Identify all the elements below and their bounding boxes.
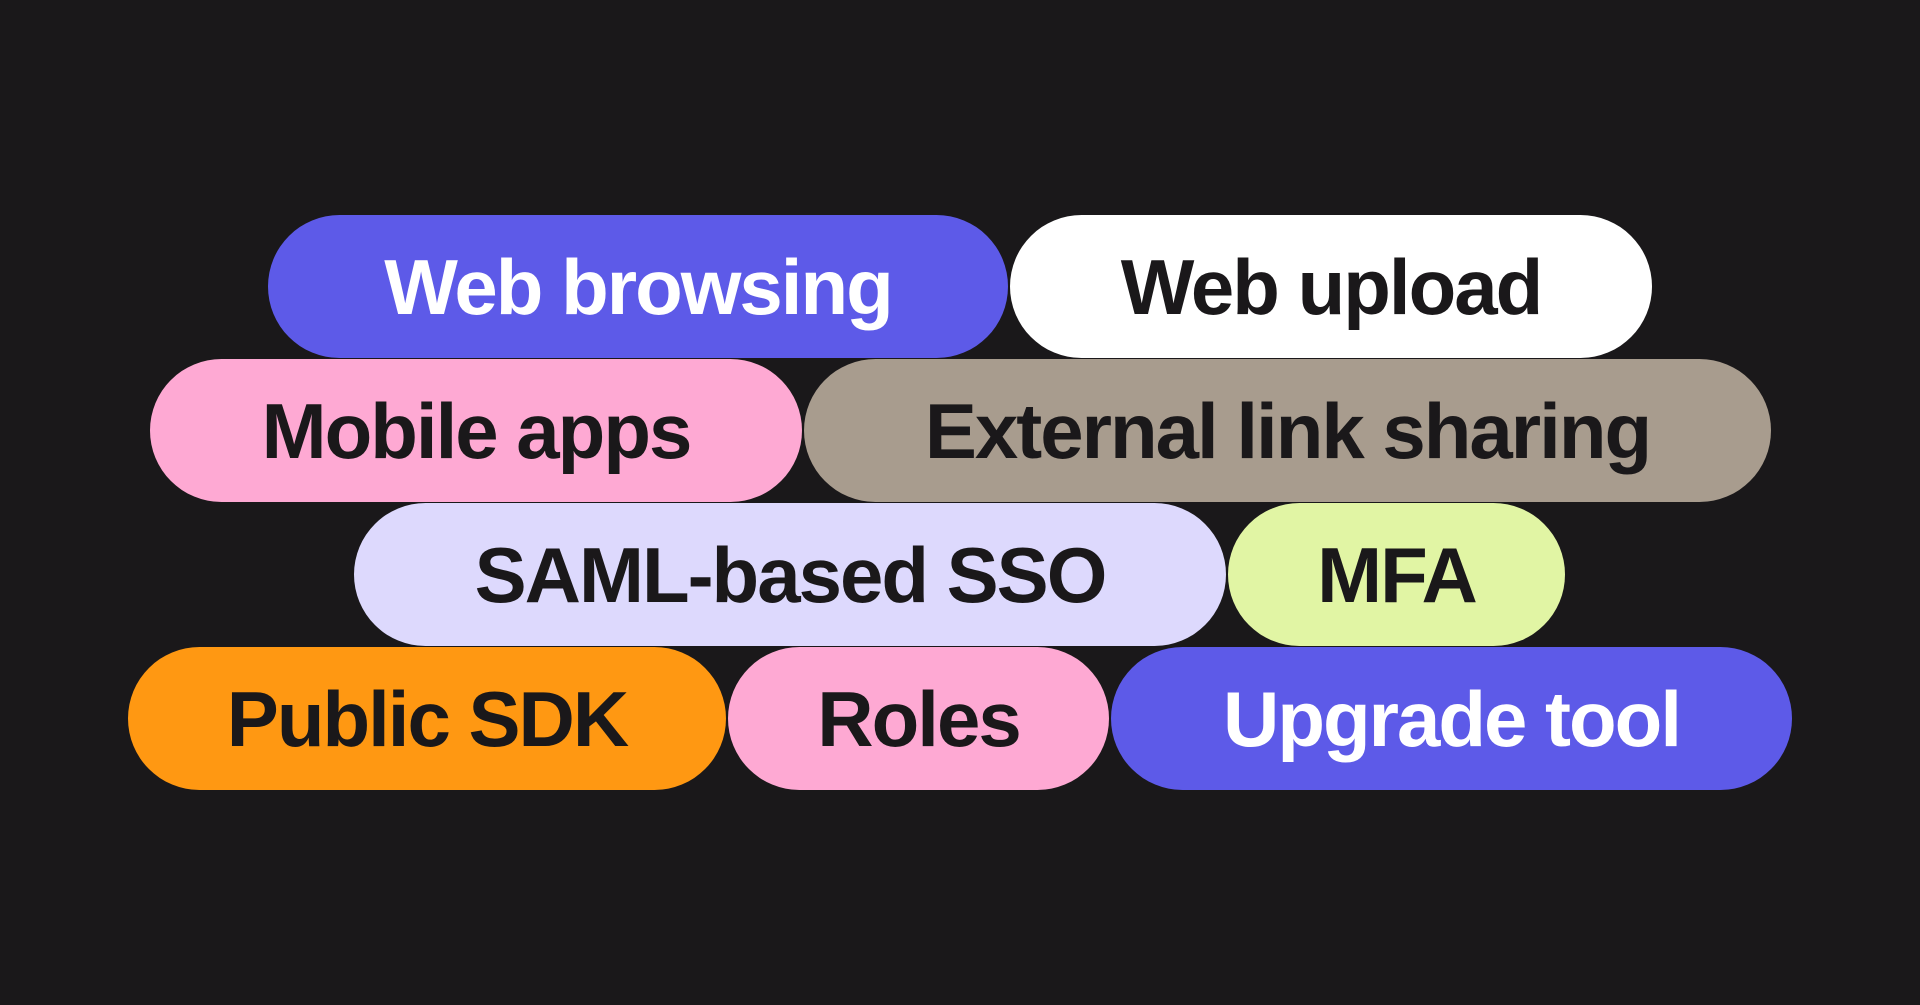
tag-label: MFA [1317, 530, 1478, 619]
tag-mobile-apps: Mobile apps [150, 359, 802, 502]
tag-label: Upgrade tool [1223, 674, 1682, 763]
tag-external-link-sharing: External link sharing [804, 359, 1771, 502]
tag-roles: Roles [728, 647, 1109, 790]
tag-web-browsing: Web browsing [268, 215, 1008, 358]
tag-label: Web upload [1120, 242, 1544, 331]
tag-label: Roles [817, 674, 1021, 763]
tag-label: Mobile apps [261, 386, 693, 475]
tag-label: Public SDK [226, 674, 629, 763]
tag-web-upload: Web upload [1010, 215, 1652, 358]
tag-label: External link sharing [924, 386, 1652, 475]
tag-public-sdk: Public SDK [128, 647, 726, 790]
tag-label: Web browsing [384, 242, 894, 331]
tag-mfa: MFA [1228, 503, 1565, 646]
tag-saml-sso: SAML-based SSO [354, 503, 1226, 646]
tag-label: SAML-based SSO [474, 530, 1108, 619]
tag-upgrade-tool: Upgrade tool [1111, 647, 1792, 790]
